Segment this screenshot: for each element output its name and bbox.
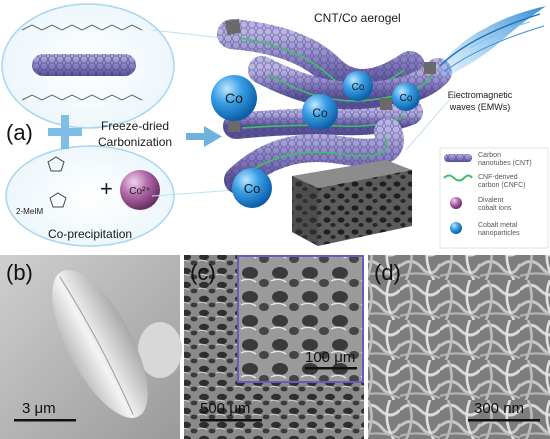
cellulose-chain-bottom (21, 94, 143, 101)
emw-label-1: Electromagnetic (448, 90, 513, 100)
svg-text:Divalent: Divalent (478, 197, 503, 204)
emw-label-2: waves (EMWs) (449, 102, 511, 112)
callout-line-bottom (151, 189, 237, 197)
tube-end-cap-2 (424, 62, 436, 74)
svg-text:Co: Co (400, 93, 413, 104)
sem-inset-c (237, 255, 364, 383)
imidazole-ring-icon-2 (49, 192, 67, 208)
cnt-tube-2 (248, 56, 452, 111)
svg-text:Co: Co (352, 82, 365, 93)
co-particle-3: Co (343, 71, 373, 101)
cellulose-bubble (1, 3, 175, 129)
scale-d-text: 300 nm (474, 400, 524, 417)
panel-d-label: (d) (374, 260, 401, 285)
svg-text:Cobalt metal: Cobalt metal (478, 222, 518, 229)
tube-end-cap-4 (380, 98, 392, 110)
scale-c-text: 500 μm (200, 400, 250, 417)
legend-item-cnfc: CNF-derived carbon (CNFC) (443, 174, 525, 189)
sem-particle-b (138, 322, 182, 378)
svg-text:nanoparticles: nanoparticles (478, 230, 520, 237)
co-particle-5: Co (232, 168, 272, 208)
coprecipitation-label: Co-precipitation (48, 227, 132, 241)
scale-c-bar (200, 419, 262, 422)
scale-c-inset-text: 100 μm (305, 349, 355, 366)
process-label-2: Carbonization (98, 135, 172, 149)
svg-text:Co: Co (244, 181, 261, 196)
coprecipitation-bubble: 2-MeIM + Co²⁺ Co-precipitation (5, 145, 175, 247)
panel-b: (b) 3 μm (0, 255, 182, 439)
plus-sign: + (100, 176, 113, 201)
scale-d-bar (468, 419, 540, 422)
panel-d: (d) 300 nm (368, 255, 550, 439)
scale-b-bar (14, 419, 76, 422)
cellulose-chain-top (21, 24, 143, 31)
svg-text:cobalt ions: cobalt ions (478, 205, 512, 212)
cnt-network (217, 18, 452, 194)
imidazole-ring-icon (47, 156, 65, 172)
co-particle-1: Co (211, 75, 257, 121)
cnt-tube-4 (224, 118, 404, 194)
svg-text:CNF-derived: CNF-derived (478, 174, 518, 181)
tube-end-cap-1 (224, 18, 242, 36)
legend-item-co-ion: Divalent cobalt ions (450, 197, 512, 212)
aerogel-block-icon (292, 160, 412, 246)
co-particles: Co Co Co Co Co (211, 71, 420, 208)
process-arrow: Freeze-dried Carbonization (98, 119, 222, 149)
panel-c: (c) 100 μm 500 μm (184, 255, 364, 439)
svg-text:Co: Co (225, 90, 243, 106)
panel-b-label: (b) (6, 260, 33, 285)
rod-crystal (52, 270, 148, 418)
panel-a-label: (a) (6, 120, 33, 145)
sem-image-d (368, 255, 550, 439)
cobalt-ion-label: Co²⁺ (129, 186, 150, 197)
cobalt-ion-icon (120, 170, 160, 210)
co-particle-4: Co (392, 83, 420, 111)
ligand-label: 2-MeIM (16, 207, 43, 216)
svg-text:Carbon: Carbon (478, 152, 501, 159)
panel-a: 2-MeIM + Co²⁺ Co-precipitation (a) Freez… (1, 3, 549, 249)
svg-text:nanotubes (CNT): nanotubes (CNT) (478, 160, 532, 167)
aerogel-title: CNT/Co aerogel (314, 11, 401, 25)
plus-icon (48, 115, 82, 149)
svg-text:carbon (CNFC): carbon (CNFC) (478, 182, 525, 189)
legend-item-cnt: Carbon nanotubes (CNT) (444, 152, 532, 167)
tube-end-cap-3 (228, 120, 240, 132)
svg-text:Co: Co (312, 106, 328, 120)
process-label-1: Freeze-dried (101, 119, 169, 133)
emw-callout-line (405, 91, 457, 151)
co-particle-2: Co (302, 94, 338, 130)
legend: Carbon nanotubes (CNT) CNF-derived carbo… (439, 147, 549, 249)
scale-b-text: 3 μm (22, 400, 56, 417)
legend-item-co-particle: Cobalt metal nanoparticles (450, 222, 520, 237)
scale-c-inset-bar (305, 367, 357, 370)
emw-icon (436, 6, 546, 78)
panel-c-label: (c) (190, 260, 216, 285)
